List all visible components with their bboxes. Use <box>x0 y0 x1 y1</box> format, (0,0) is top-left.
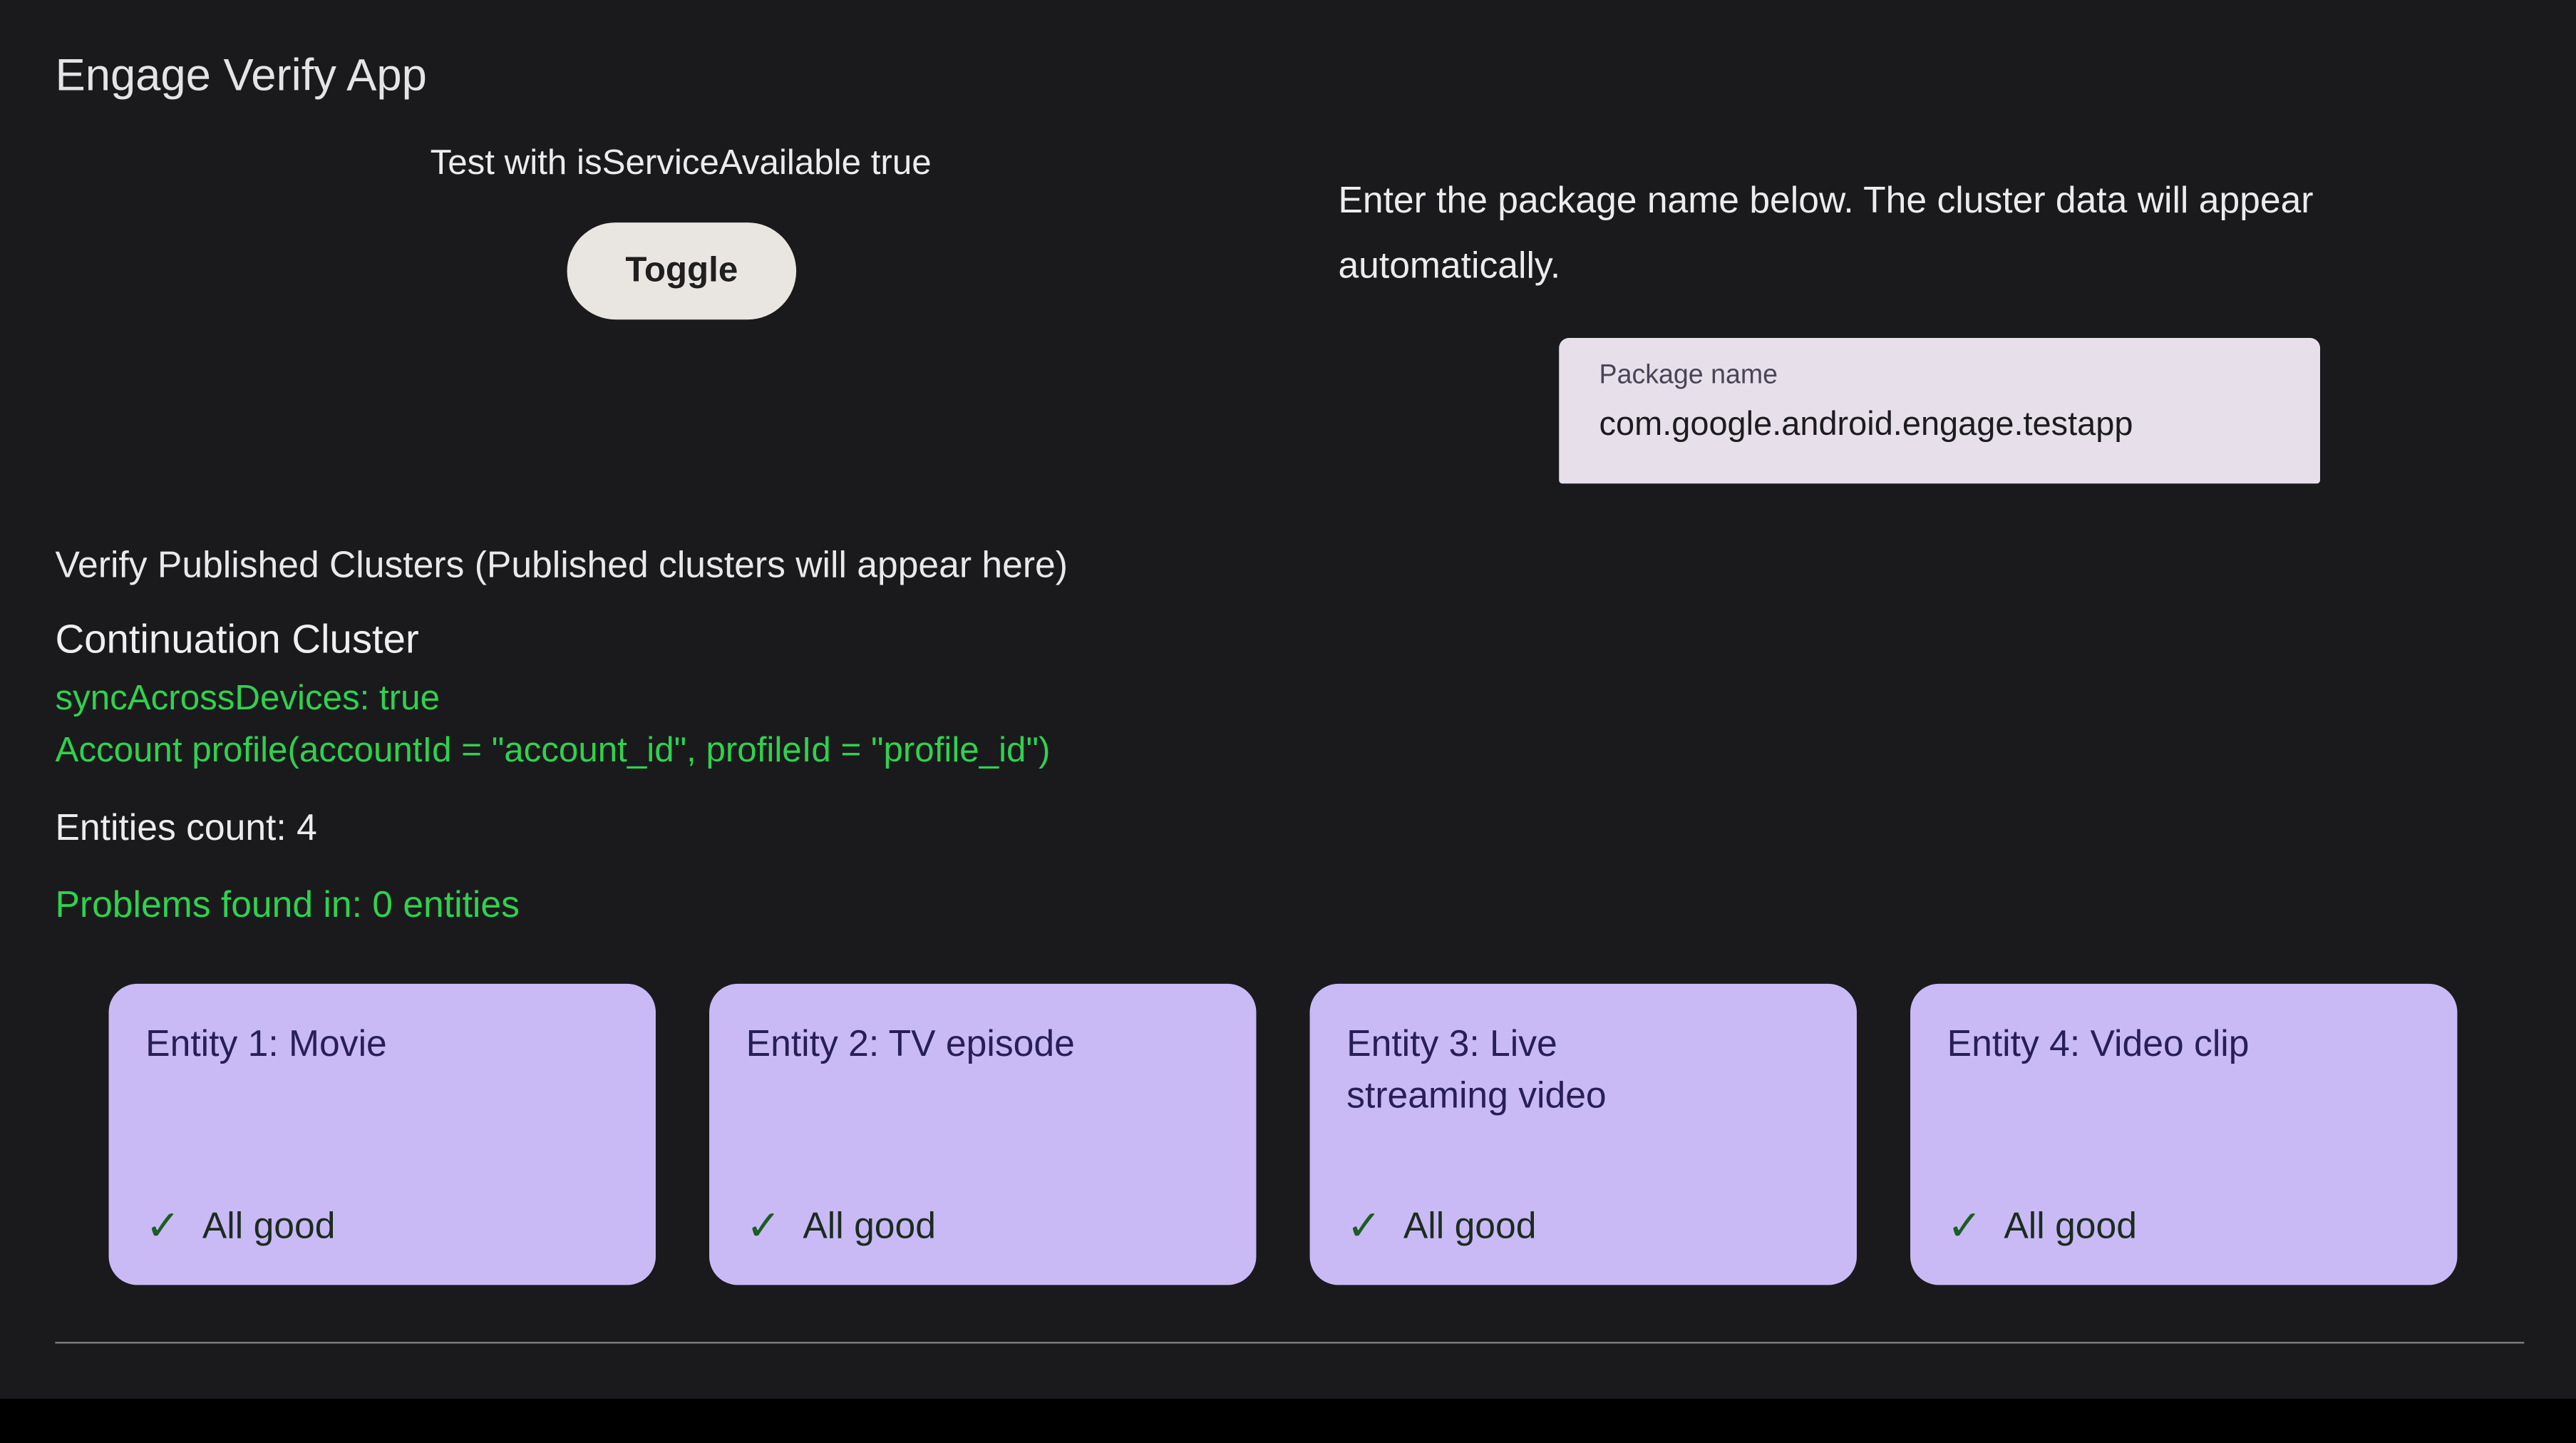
entity-card-1: Entity 1: Movie ✓ All good <box>108 983 656 1285</box>
entity-card-3: Entity 3: Live streaming video ✓ All goo… <box>1309 983 1857 1285</box>
check-icon: ✓ <box>145 1202 181 1249</box>
check-icon: ✓ <box>1346 1202 1382 1249</box>
entity-status-row: ✓ All good <box>145 1205 335 1248</box>
entity-status-row: ✓ All good <box>1947 1205 2137 1248</box>
cluster-name: Continuation Cluster <box>55 617 419 663</box>
entity-status-label: All good <box>803 1204 936 1247</box>
divider <box>55 1342 2525 1344</box>
service-status-text: Test with isServiceAvailable true <box>430 143 932 183</box>
app-title: Engage Verify App <box>55 50 427 101</box>
package-instruction-text: Enter the package name below. The cluste… <box>1338 179 2314 287</box>
entities-count: Entities count: 4 <box>55 806 317 848</box>
package-name-label: Package name <box>1599 361 1778 390</box>
published-clusters-section-title: Verify Published Clusters (Published clu… <box>55 543 1068 586</box>
package-name-value: com.google.android.engage.testapp <box>1599 406 2133 443</box>
entity-status-row: ✓ All good <box>746 1205 936 1248</box>
entity-status-row: ✓ All good <box>1346 1205 1536 1248</box>
entity-card-title: Entity 4: Video clip <box>1947 1022 2250 1064</box>
entity-card-title: Entity 2: TV episode <box>746 1022 1075 1064</box>
problems-found-line: Problems found in: 0 entities <box>55 883 520 925</box>
entity-status-label: All good <box>202 1204 336 1247</box>
toggle-button[interactable]: Toggle <box>567 222 797 320</box>
entity-status-label: All good <box>1403 1204 1537 1247</box>
check-icon: ✓ <box>1947 1202 1982 1249</box>
entity-card-title: Entity 3: Live streaming video <box>1346 1022 1607 1116</box>
check-icon: ✓ <box>746 1202 781 1249</box>
account-profile-line: Account profile(accountId = "account_id"… <box>55 731 1051 770</box>
sync-across-devices-line: syncAcrossDevices: true <box>55 679 440 718</box>
entity-card-title: Entity 1: Movie <box>145 1022 387 1064</box>
entity-card-4: Entity 4: Video clip ✓ All good <box>1910 983 2458 1285</box>
entity-card-2: Entity 2: TV episode ✓ All good <box>709 983 1257 1285</box>
navigation-bar <box>0 1398 2576 1443</box>
entity-cards-row: Entity 1: Movie ✓ All good Entity 2: TV … <box>108 983 2458 1285</box>
entity-status-label: All good <box>2004 1204 2137 1247</box>
package-name-field[interactable]: Package name com.google.android.engage.t… <box>1559 338 2321 484</box>
